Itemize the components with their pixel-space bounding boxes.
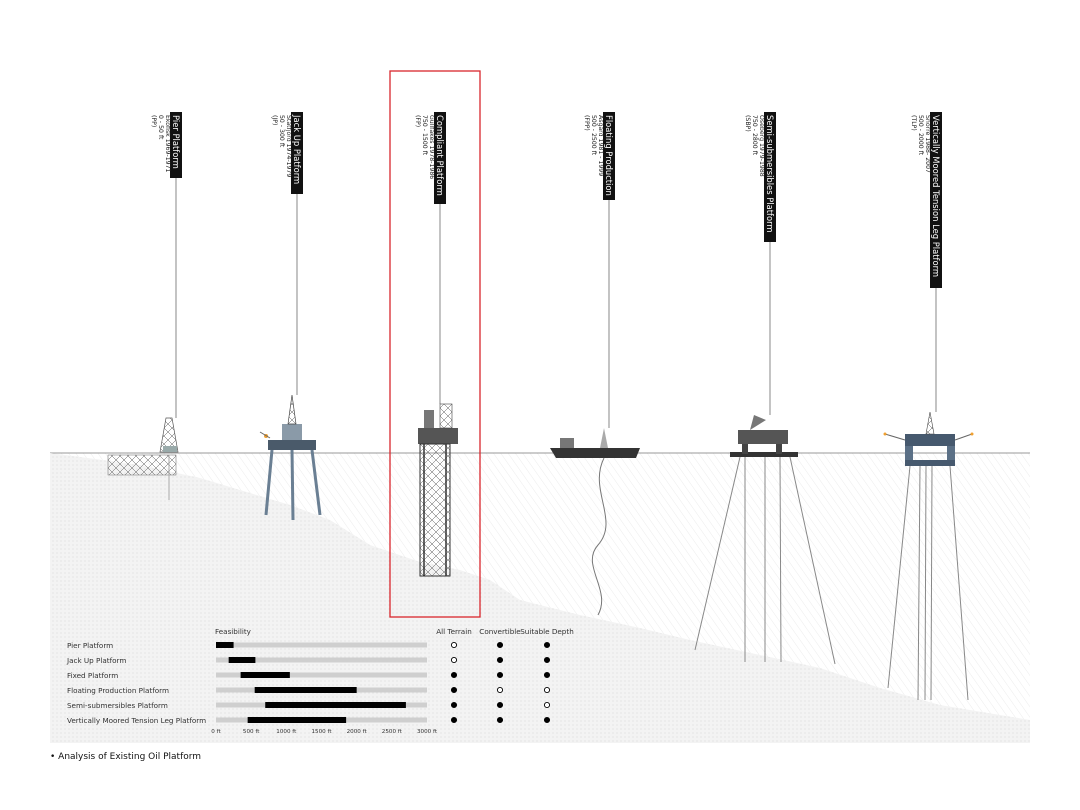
seabed xyxy=(50,453,1030,743)
platform-detail-line: (SBP) xyxy=(744,115,751,132)
label-box xyxy=(291,112,303,194)
platform-detail-line: 500 - 2000 ft xyxy=(917,115,924,156)
row-label: Floating Production Platform xyxy=(67,686,169,695)
axis-tick-label: 1000 ft xyxy=(276,729,297,735)
platform-detail-line: (TLP) xyxy=(910,115,917,131)
platform-detail-line: (FPP) xyxy=(583,115,590,131)
platform-name: Semi-submersibles Platform xyxy=(765,115,775,233)
platform-detail-line: (FP) xyxy=(414,115,421,127)
platform-name: Floating Production xyxy=(604,115,614,196)
empty-dot-icon xyxy=(543,701,551,709)
label-box xyxy=(764,112,776,242)
jack-up-platform-illustration xyxy=(259,394,322,521)
col-header-suitable-depth: Suitable Depth xyxy=(520,627,574,636)
table-row: Fixed Platform xyxy=(67,671,551,680)
col-header-all-terrain: All Terrain xyxy=(436,627,472,636)
feasibility-bar-track xyxy=(216,672,427,678)
feasibility-bar-range xyxy=(216,642,234,648)
empty-dot-icon xyxy=(450,656,458,664)
platform-detail-line: Oseberg 1979-1988 xyxy=(758,115,765,177)
compliant-platform-highlight-box xyxy=(389,70,481,618)
filled-dot-icon xyxy=(496,641,504,649)
row-label: Pier Platform xyxy=(67,641,113,650)
platform-detail-line: Statfjord 1974-1979 xyxy=(285,115,292,177)
filled-dot-icon xyxy=(496,656,504,664)
feasibility-bar-track xyxy=(216,642,427,648)
filled-dot-icon xyxy=(450,716,458,724)
feasibility-bar-range xyxy=(228,657,256,663)
label-box xyxy=(930,112,942,288)
tension-leg-platform-illustration xyxy=(883,411,974,701)
filled-dot-icon xyxy=(543,656,551,664)
row-label: Vertically Moored Tension Leg Platform xyxy=(67,716,206,725)
platform-detail-line: 750 - 2800 ft xyxy=(751,115,758,156)
filled-dot-icon xyxy=(543,716,551,724)
platform-detail-line: Snorre 1988- 2007 xyxy=(924,115,931,173)
empty-dot-icon xyxy=(450,641,458,649)
platform-detail-line: 500 - 2500 ft xyxy=(590,115,597,156)
label-box xyxy=(434,112,446,204)
filled-dot-icon xyxy=(496,671,504,679)
axis-tick-label: 2500 ft xyxy=(382,729,403,735)
platform-label-6: Vertically Moored Tension Leg PlatformSn… xyxy=(910,112,942,412)
feasibility-bar-range xyxy=(254,687,357,693)
feasibility-bar-range xyxy=(240,672,290,678)
axis-tick-label: 0 ft xyxy=(211,729,221,735)
table-row: Semi-submersibles Platform xyxy=(67,701,551,710)
row-label: Jack Up Platform xyxy=(66,656,126,665)
empty-dot-icon xyxy=(496,686,504,694)
label-box xyxy=(170,112,182,178)
feasibility-bar-range xyxy=(265,702,406,708)
platform-detail-line: (JP) xyxy=(271,115,278,125)
platform-detail-line: Asgard 1981 - 1999 xyxy=(597,115,604,176)
figure-caption: • Analysis of Existing Oil Platform xyxy=(50,752,201,762)
axis-tick-label: 1500 ft xyxy=(311,729,332,735)
filled-dot-icon xyxy=(450,686,458,694)
platform-name: Pier Platform xyxy=(171,115,181,169)
filled-dot-icon xyxy=(543,671,551,679)
col-header-convertible: Convertible xyxy=(479,627,521,636)
compliant-platform-illustration xyxy=(418,403,458,577)
row-label: Fixed Platform xyxy=(67,671,118,680)
platform-name: Compliant Platform xyxy=(435,115,445,196)
floating-production-illustration xyxy=(550,428,640,616)
platform-detail-line: 50 - 300 ft xyxy=(278,115,285,148)
table-row: Floating Production Platform xyxy=(67,686,551,695)
filled-dot-icon xyxy=(450,671,458,679)
platform-name: Vertically Moored Tension Leg Platform xyxy=(931,115,941,277)
platform-detail-line: 750 - 1500 ft xyxy=(421,115,428,156)
empty-dot-icon xyxy=(543,686,551,694)
axis-tick-label: 500 ft xyxy=(243,729,260,735)
feasibility-bar-track xyxy=(216,657,427,663)
pier-platform-illustration xyxy=(107,417,179,500)
platform-detail-line: Ekofisk 1969-1971 xyxy=(164,115,171,173)
semi-submersible-illustration xyxy=(694,415,836,665)
filled-dot-icon xyxy=(496,701,504,709)
label-box xyxy=(603,112,615,200)
table-row: Pier Platform xyxy=(67,641,551,650)
axis-tick-label: 3000 ft xyxy=(417,729,438,735)
platform-detail-line: (PP) xyxy=(150,115,157,127)
feasibility-header: Feasibility xyxy=(215,627,252,636)
filled-dot-icon xyxy=(543,641,551,649)
filled-dot-icon xyxy=(450,701,458,709)
platform-detail-line: 0 - 50 ft xyxy=(157,115,164,140)
feasibility-table: Feasibility All Terrain Convertible Suit… xyxy=(66,627,574,735)
axis-tick-label: 2000 ft xyxy=(347,729,368,735)
filled-dot-icon xyxy=(496,716,504,724)
table-row: Jack Up Platform xyxy=(66,656,551,665)
table-row: Vertically Moored Tension Leg Platform xyxy=(67,716,551,725)
platform-detail-line: Gullfakes 1978-1986 xyxy=(428,115,435,179)
row-label: Semi-submersibles Platform xyxy=(67,701,168,710)
feasibility-bar-range xyxy=(247,717,347,723)
platform-name: Jack Up Platform xyxy=(292,114,302,184)
